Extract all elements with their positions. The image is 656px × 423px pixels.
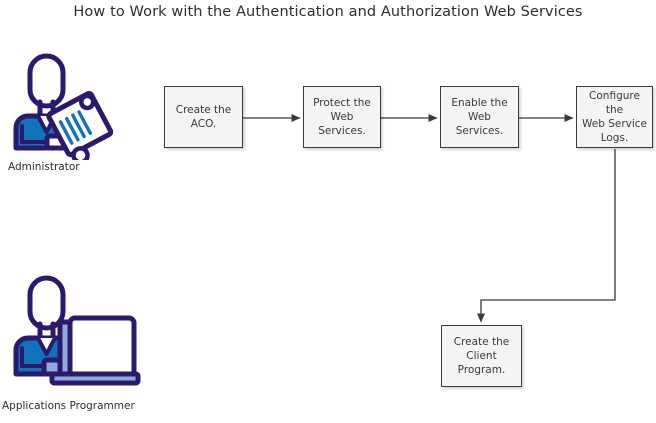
node-protect-services[interactable]: Protect the Web Services. (303, 86, 381, 148)
node-create-aco[interactable]: Create the ACO. (164, 86, 243, 148)
node-line: Program. (457, 364, 506, 376)
node-create-client[interactable]: Create the Client Program. (441, 325, 522, 387)
person-with-clipboard-icon (8, 52, 118, 165)
node-line: Enable the (451, 97, 508, 109)
node-line: Protect the (313, 97, 371, 109)
person-with-laptop-icon (8, 274, 143, 390)
node-line: Web Services. (455, 111, 504, 137)
connector-configure-logs-to-create-client (477, 149, 616, 323)
node-enable-services[interactable]: Enable the Web Services. (440, 86, 519, 148)
node-line: Logs. (600, 132, 629, 144)
node-line: Create the (453, 336, 510, 348)
node-line: Create the (175, 104, 232, 116)
node-line: ACO. (190, 118, 217, 130)
actor-label-applications-programmer: Applications Programmer (2, 400, 135, 412)
node-line: Web Services. (318, 111, 366, 137)
page-title: How to Work with the Authentication and … (73, 4, 583, 20)
node-line: Configure the (589, 90, 640, 116)
node-configure-logs[interactable]: Configure the Web Service Logs. (576, 86, 653, 148)
node-line: Client (466, 350, 497, 362)
node-line: Web Service (581, 118, 648, 130)
actor-label-administrator: Administrator (8, 161, 80, 173)
